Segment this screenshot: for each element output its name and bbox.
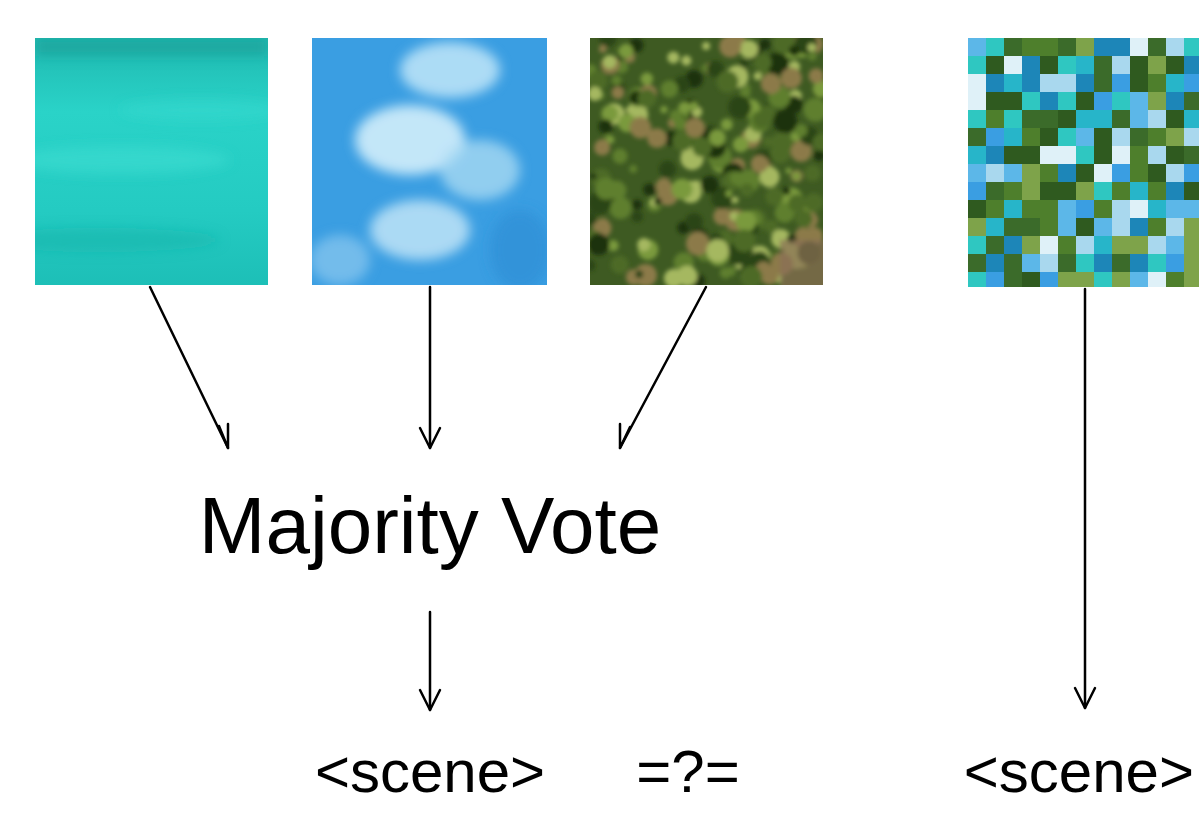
- mosaic-image: [968, 38, 1199, 287]
- comparison-symbol: =?=: [636, 742, 739, 802]
- operation-label: Majority Vote: [199, 486, 661, 566]
- water-patch: [35, 38, 268, 285]
- scene-label: <scene>: [964, 742, 1194, 802]
- scene-label: <scene>: [315, 742, 545, 802]
- arrows: [150, 287, 1095, 710]
- foliage-patch: [590, 38, 823, 285]
- sky-patch: [312, 38, 547, 285]
